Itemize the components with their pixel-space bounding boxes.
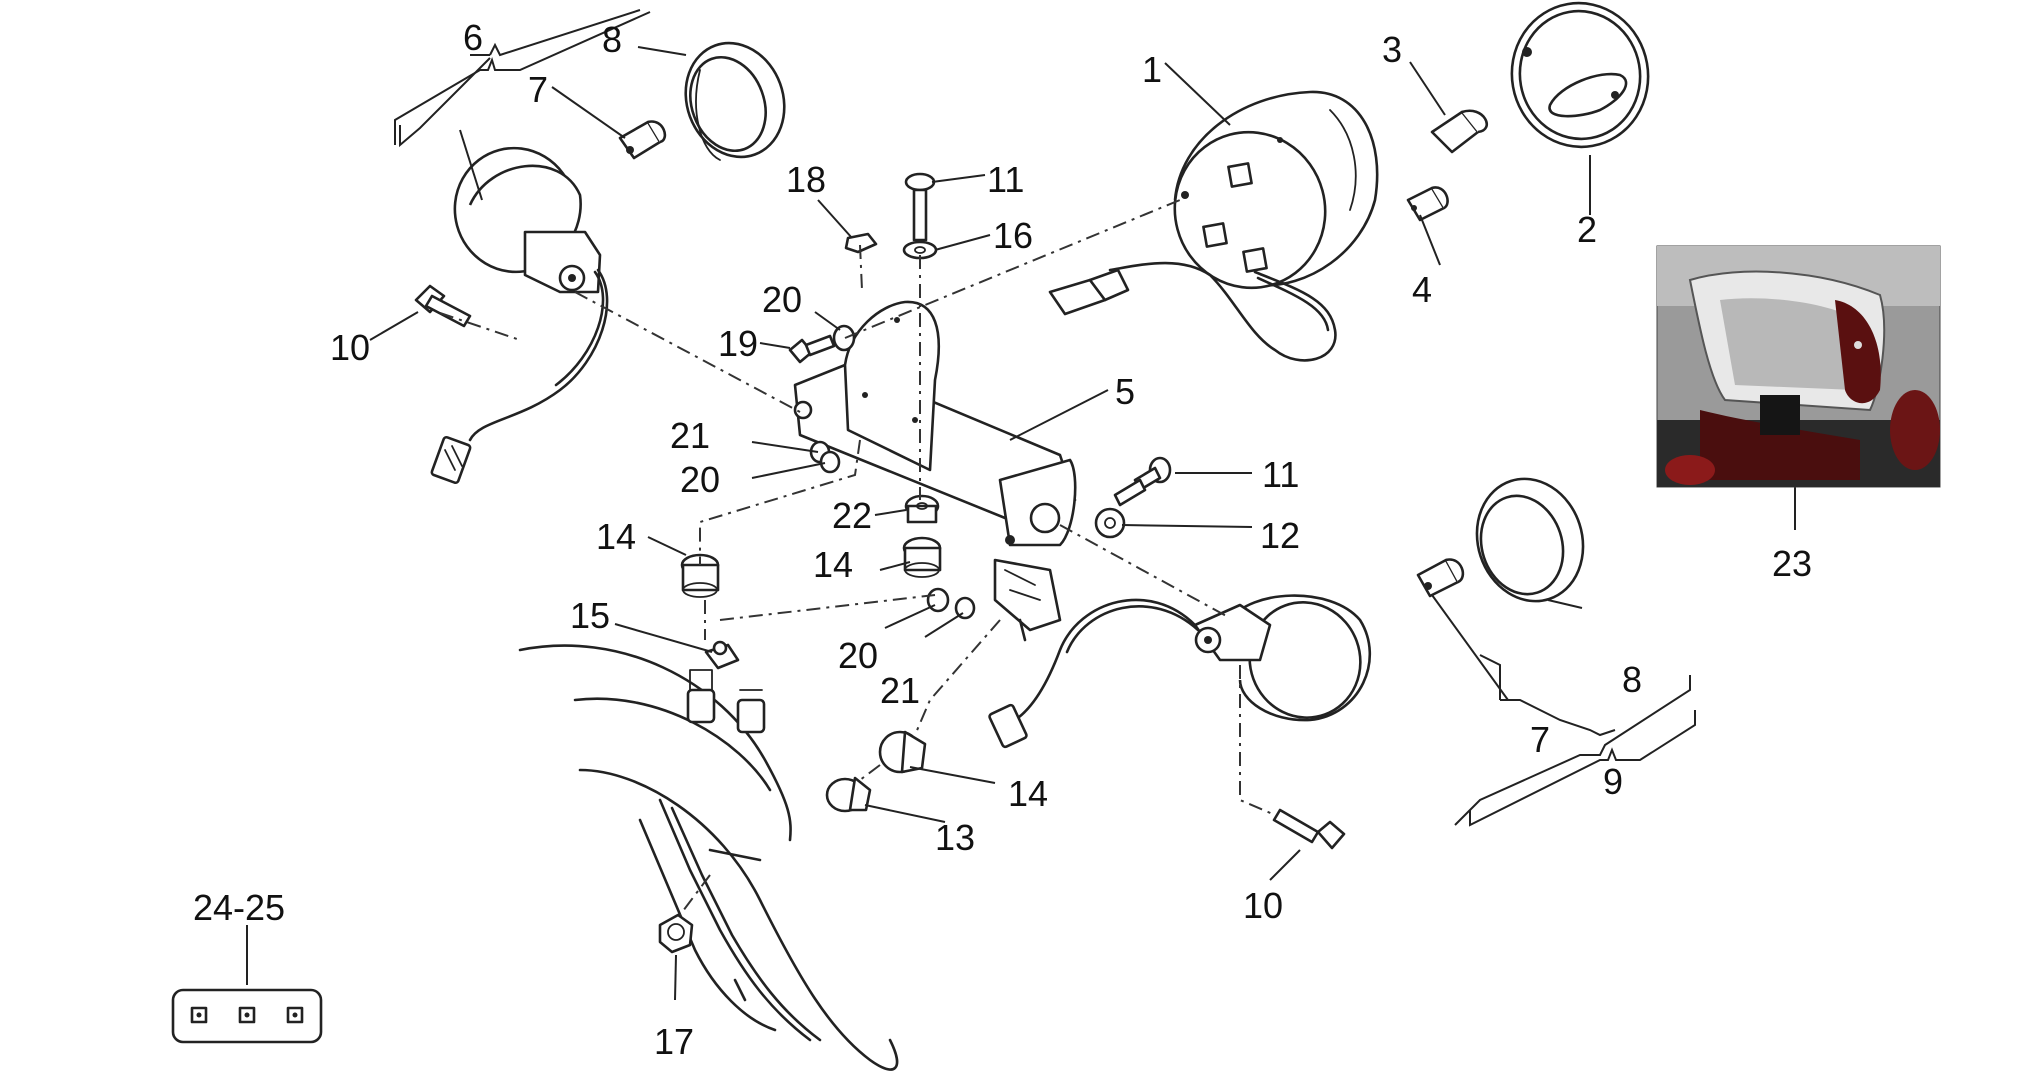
washer-20-upper[interactable] <box>832 324 856 352</box>
bolt-11-upper[interactable] <box>904 172 936 242</box>
callout-6: 6 <box>463 17 483 58</box>
bulb-3[interactable] <box>1430 109 1489 154</box>
bolt-10-left[interactable] <box>414 284 472 328</box>
group-bracket-9 <box>1469 710 1696 827</box>
callout-21-upper: 21 <box>670 415 710 456</box>
callout-14-mid: 14 <box>813 544 853 585</box>
right-turn-signal[interactable] <box>988 587 1377 749</box>
callout-19: 19 <box>718 323 758 364</box>
spacer-13[interactable] <box>825 776 872 813</box>
callout-2: 2 <box>1577 209 1597 250</box>
callout-11-upper: 11 <box>987 159 1024 200</box>
rubber-grommet-14-lower[interactable] <box>878 730 927 774</box>
callout-13: 13 <box>935 817 975 858</box>
callout-20-upper: 20 <box>762 279 802 320</box>
callout-23: 23 <box>1772 543 1812 584</box>
callout-14-left: 14 <box>596 516 636 557</box>
callout-1: 1 <box>1142 49 1162 90</box>
callout-8-lower: 8 <box>1622 659 1642 700</box>
connector-24-25[interactable] <box>171 988 323 1044</box>
callout-20-mid: 20 <box>680 459 720 500</box>
rubber-grommet-14-mid[interactable] <box>902 536 942 578</box>
rear-fender[interactable] <box>518 644 899 1071</box>
callout-labels: 1 2 3 4 5 6 7 7 8 8 9 10 10 11 11 12 13 … <box>193 17 1812 1062</box>
callout-10-left: 10 <box>330 327 370 368</box>
speedometer-cover-2[interactable] <box>1501 0 1660 158</box>
callout-24-25: 24-25 <box>193 887 285 928</box>
lens-ring-8-left[interactable] <box>670 29 800 171</box>
callout-12: 12 <box>1260 515 1300 556</box>
mounting-bracket-5[interactable] <box>793 300 1077 642</box>
clip-15[interactable] <box>704 640 740 670</box>
callout-18: 18 <box>786 159 826 200</box>
callout-leader-lines <box>246 9 1796 1001</box>
callout-15: 15 <box>570 595 610 636</box>
callout-9: 9 <box>1603 761 1623 802</box>
group-bracket-6 <box>394 11 651 145</box>
callout-14-lower: 14 <box>1008 773 1048 814</box>
bushing-22[interactable] <box>904 494 940 524</box>
lens-ring-8-right[interactable] <box>1461 465 1598 615</box>
callout-8-upper: 8 <box>602 19 622 60</box>
rubber-grommet-14-left[interactable] <box>680 553 720 598</box>
callout-10-right: 10 <box>1243 885 1283 926</box>
speedometer[interactable] <box>1048 90 1379 362</box>
callout-17: 17 <box>654 1021 694 1062</box>
washer-20-mid[interactable] <box>819 450 841 474</box>
callout-21-lower: 21 <box>880 670 920 711</box>
bulb-7-left[interactable] <box>618 120 667 160</box>
callout-7-lower: 7 <box>1530 719 1550 760</box>
washer-12[interactable] <box>1094 507 1126 539</box>
callout-11-lower: 11 <box>1262 454 1299 495</box>
left-turn-signal[interactable] <box>430 135 609 485</box>
callout-16: 16 <box>993 215 1033 256</box>
bolt-11-lower[interactable] <box>1113 456 1172 507</box>
bulb-holder-4[interactable] <box>1406 186 1449 222</box>
bulb-7-right[interactable] <box>1416 558 1465 598</box>
nut-18[interactable] <box>844 232 878 254</box>
callout-20-lower: 20 <box>838 635 878 676</box>
screw-19[interactable] <box>788 334 836 364</box>
nut-17[interactable] <box>658 913 694 954</box>
assembly-center-lines <box>439 199 1276 916</box>
inset-photo-23 <box>1656 245 1941 488</box>
callout-5: 5 <box>1115 371 1135 412</box>
callout-3: 3 <box>1382 29 1402 70</box>
callout-22: 22 <box>832 495 872 536</box>
callout-7-upper: 7 <box>528 69 548 110</box>
washer-21-lower[interactable] <box>954 596 976 620</box>
bolt-10-right[interactable] <box>1272 808 1346 850</box>
callout-4: 4 <box>1412 269 1432 310</box>
